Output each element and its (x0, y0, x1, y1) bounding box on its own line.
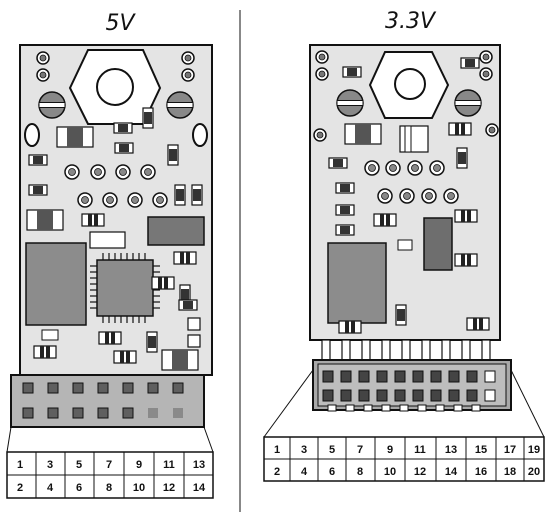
chip-icon (25, 242, 87, 326)
screw-icon (336, 89, 364, 117)
chip-icon (327, 242, 387, 324)
pin-label: 13 (445, 444, 457, 456)
pin-table-3v3: 1 3 5 7 9 11 13 15 17 19 2 4 6 8 10 12 1… (263, 436, 545, 482)
pin-label: 18 (504, 466, 516, 478)
pin-label: 3 (301, 444, 307, 456)
pin-label: 13 (193, 459, 205, 471)
pin-label: 3 (47, 459, 53, 471)
pin-label: 10 (384, 466, 396, 478)
pin-label: 19 (528, 444, 540, 456)
pin-label: 12 (163, 482, 175, 494)
pin-label: 14 (193, 482, 206, 494)
mount-pad-icon (181, 68, 195, 82)
pin-label: 6 (76, 482, 82, 494)
microcontroller-icon (90, 253, 160, 323)
mount-pad-icon (36, 51, 50, 65)
screw-icon (454, 89, 482, 117)
pin-label: 15 (475, 444, 487, 456)
capacitor-icon (56, 126, 94, 148)
pin-label: 6 (329, 466, 335, 478)
pin-label: 10 (133, 482, 145, 494)
board-5v-title: 5V (105, 11, 136, 36)
pin-label: 14 (445, 466, 458, 478)
pin-label: 1 (17, 459, 23, 471)
board-5v: 5V (6, 11, 214, 499)
pin-label: 4 (301, 466, 308, 478)
pin-label: 9 (387, 444, 393, 456)
pin-label: 11 (414, 444, 426, 456)
pin-label: 5 (329, 444, 335, 456)
mount-pad-icon (36, 68, 50, 82)
board-3v3: 3.3V (263, 9, 545, 482)
pin-label: 16 (475, 466, 487, 478)
mount-pad-icon (181, 51, 195, 65)
pin-label: 20 (528, 466, 540, 478)
pin-label: 17 (504, 444, 516, 456)
pin-label: 2 (17, 482, 23, 494)
pin-label: 7 (106, 459, 112, 471)
pin-label: 5 (76, 459, 82, 471)
pin-table-5v: 1 3 5 7 9 11 13 2 4 6 8 10 12 14 (6, 451, 214, 499)
header-connector-14pin (10, 374, 205, 428)
screw-icon (166, 91, 194, 119)
pin-label: 8 (106, 482, 112, 494)
screw-icon (38, 91, 66, 119)
pin-label: 9 (136, 459, 142, 471)
pin-label: 7 (357, 444, 363, 456)
board-3v3-title: 3.3V (385, 9, 437, 34)
pin-label: 11 (163, 459, 175, 471)
pin-label: 2 (274, 466, 280, 478)
pin-label: 4 (47, 482, 54, 494)
pin-label: 12 (414, 466, 426, 478)
header-connector-20pin (312, 359, 512, 412)
pin-label: 1 (274, 444, 280, 456)
pin-label: 8 (357, 466, 363, 478)
